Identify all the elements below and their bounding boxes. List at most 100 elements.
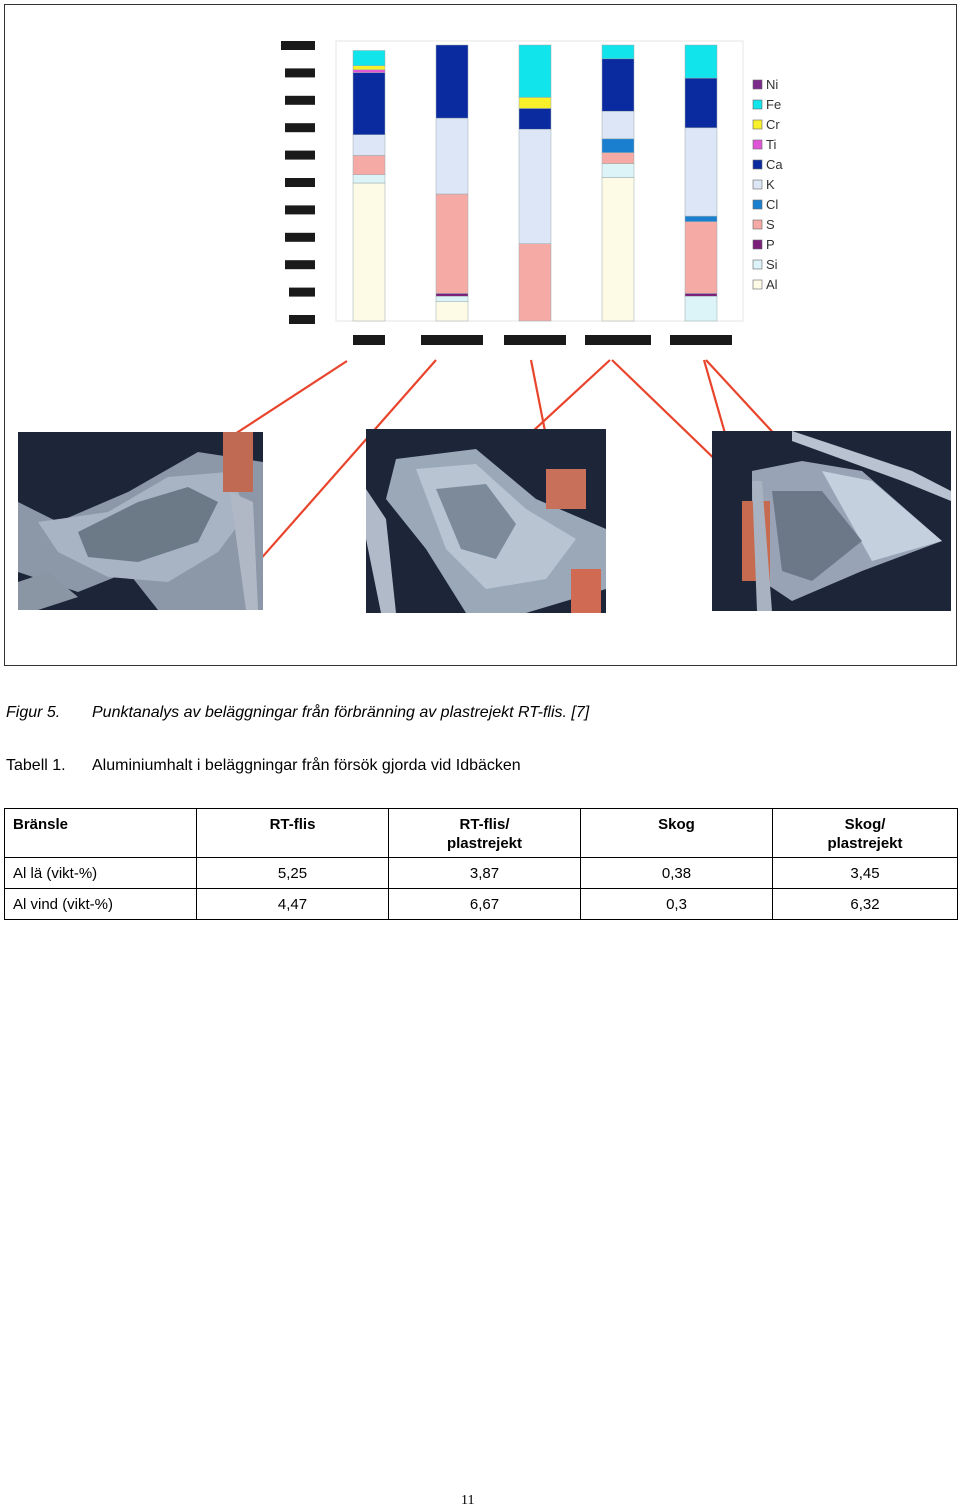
legend-label-p: P xyxy=(766,237,775,252)
table-cell: Al vind (vikt-%) xyxy=(4,888,197,920)
legend-label-s: S xyxy=(766,217,775,232)
page-number: 11 xyxy=(461,1493,475,1508)
legend-label-ti: Ti xyxy=(766,137,776,152)
bar-segment-fe xyxy=(518,44,552,98)
table-row: Al lä (vikt-%) 5,25 3,87 0,38 3,45 xyxy=(4,857,958,889)
table-cell: 6,67 xyxy=(388,888,581,920)
figure-caption-label: Figur 5. xyxy=(6,704,61,721)
y-tick-label-blurred xyxy=(289,287,315,297)
y-tick-label-blurred xyxy=(285,232,315,242)
legend-label-si: Si xyxy=(766,257,778,272)
table-header-row: Bränsle RT-flis RT-flis/ plastrejekt Sko… xyxy=(4,808,958,858)
table-header-cell: Skog xyxy=(580,808,773,858)
table-cell: Al lä (vikt-%) xyxy=(4,857,197,889)
bar-segment-cr xyxy=(518,97,552,109)
legend-swatch-si xyxy=(752,259,763,270)
deposit-photo-middle xyxy=(366,429,606,613)
legend-label-k: K xyxy=(766,177,775,192)
bar-segment-cl xyxy=(684,215,718,222)
legend-swatch-cr xyxy=(752,119,763,130)
legend-swatch-k xyxy=(752,179,763,190)
bar-segment-k xyxy=(518,128,552,244)
bar-segment-fe xyxy=(352,50,386,66)
bar-segment-ca xyxy=(601,58,635,112)
legend-swatch-ti xyxy=(752,139,763,150)
bar-segment-si xyxy=(352,174,386,184)
y-tick-label-blurred xyxy=(285,205,315,215)
bar-segment-cr xyxy=(352,65,386,71)
bar-segment-ca xyxy=(518,108,552,130)
bar-segment-s xyxy=(684,221,718,294)
y-tick-label-blurred xyxy=(285,123,315,133)
legend-label-fe: Fe xyxy=(766,97,781,112)
table-cell: 3,45 xyxy=(772,857,958,889)
legend-swatch-cl xyxy=(752,199,763,210)
bar-segment-s xyxy=(601,152,635,164)
bar-segment-al xyxy=(352,182,386,322)
legend-swatch-s xyxy=(752,219,763,230)
bar-segment-s xyxy=(518,243,552,322)
table-header-cell: RT-flis/ plastrejekt xyxy=(388,808,581,858)
bar-segment-si xyxy=(601,163,635,178)
bar-segment-k xyxy=(601,110,635,140)
bar-segment-al xyxy=(601,177,635,322)
x-category-label-blurred xyxy=(504,335,566,345)
table-cell: 3,87 xyxy=(388,857,581,889)
y-tick-label-blurred xyxy=(285,68,315,78)
x-category-label-blurred xyxy=(670,335,732,345)
table-caption-label: Tabell 1. xyxy=(6,757,66,774)
bar-segment-ca xyxy=(352,72,386,135)
table-caption-text: Aluminiumhalt i beläggningar från försök… xyxy=(92,757,521,774)
bar-segment-ca xyxy=(435,44,469,119)
bar-segment-p xyxy=(684,293,718,297)
bar-segment-si xyxy=(684,295,718,322)
table-header-cell: Bränsle xyxy=(4,808,197,858)
legend-swatch-ca xyxy=(752,159,763,170)
legend-label-cr: Cr xyxy=(766,117,780,132)
table-caption: Tabell 1. Aluminiumhalt i beläggningar fr… xyxy=(6,757,521,775)
x-category-label-blurred xyxy=(353,335,385,345)
legend-swatch-ni xyxy=(752,79,763,90)
deposit-photo-right xyxy=(712,431,951,611)
y-tick-label-blurred xyxy=(285,260,315,270)
figure-caption: Figur 5. Punktanalys av beläggningar från… xyxy=(6,704,589,722)
table-cell: 6,32 xyxy=(772,888,958,920)
bar-segment-s xyxy=(352,155,386,175)
bar-segment-ti xyxy=(352,69,386,73)
table-row: Al vind (vikt-%) 4,47 6,67 0,3 6,32 xyxy=(4,888,958,920)
bar-segment-s xyxy=(435,193,469,294)
legend-label-ca: Ca xyxy=(766,157,783,172)
x-category-label-blurred xyxy=(421,335,483,345)
table-cell: 4,47 xyxy=(196,888,389,920)
y-tick-label-blurred xyxy=(289,315,315,324)
table-cell: 5,25 xyxy=(196,857,389,889)
table-cell: 0,38 xyxy=(580,857,773,889)
bar-segment-fe xyxy=(601,44,635,60)
bar-segment-cl xyxy=(601,138,635,153)
legend-label-ni: Ni xyxy=(766,77,778,92)
bar-segment-al xyxy=(435,301,469,322)
table-header-cell: Skog/ plastrejekt xyxy=(772,808,958,858)
bar-segment-ca xyxy=(684,77,718,129)
bar-segment-k xyxy=(684,127,718,217)
y-tick-label-blurred xyxy=(285,95,315,105)
bar-segment-p xyxy=(435,293,469,297)
x-category-label-blurred xyxy=(585,335,651,345)
annotation-arrow xyxy=(240,359,437,583)
y-tick-label-blurred xyxy=(285,150,315,160)
legend-swatch-fe xyxy=(752,99,763,110)
legend-label-al: Al xyxy=(766,277,778,292)
aluminium-table: Bränsle RT-flis RT-flis/ plastrejekt Sko… xyxy=(4,808,958,920)
legend-swatch-p xyxy=(752,239,763,250)
bar-segment-si xyxy=(435,295,469,302)
y-tick-label-blurred xyxy=(285,178,315,187)
legend-label-cl: Cl xyxy=(766,197,778,212)
bar-segment-k xyxy=(435,117,469,195)
bar-segment-fe xyxy=(684,44,718,79)
deposit-photo-left xyxy=(18,432,263,610)
table-cell: 0,3 xyxy=(580,888,773,920)
table-header-cell: RT-flis xyxy=(196,808,389,858)
bar-segment-k xyxy=(352,134,386,156)
figure-caption-text: Punktanalys av beläggningar från förbrän… xyxy=(92,704,590,721)
